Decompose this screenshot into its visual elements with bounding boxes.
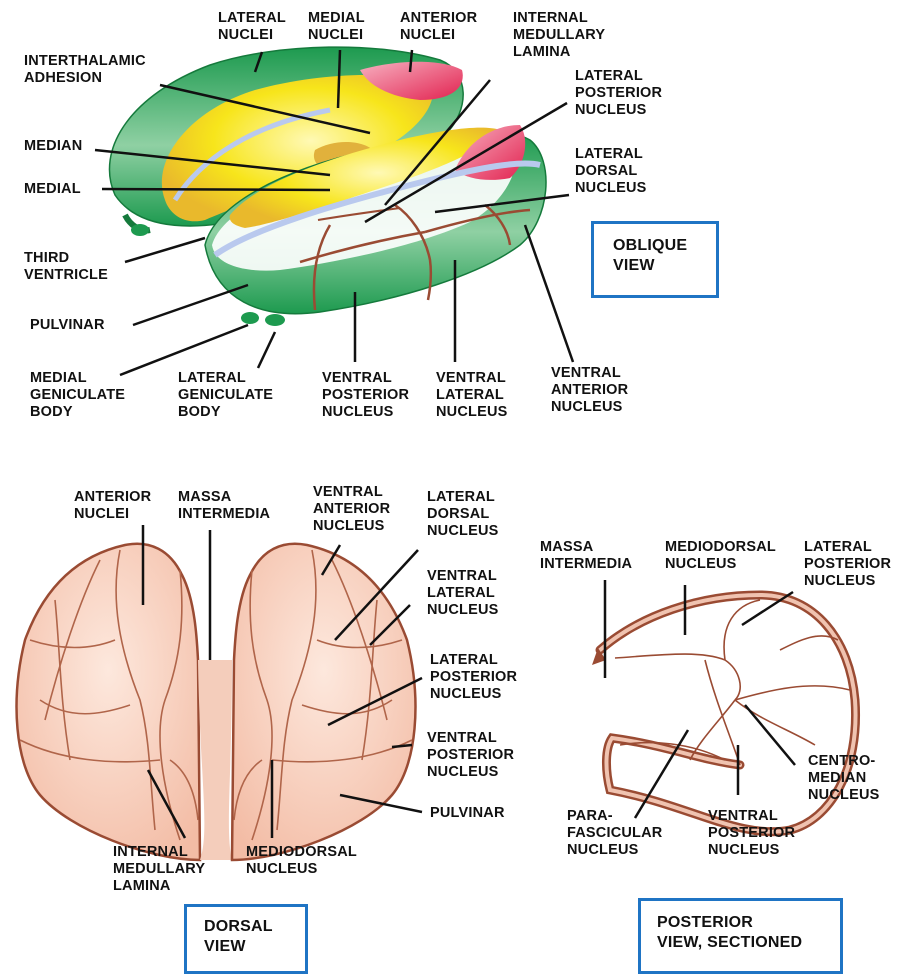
label-dorsal-internal-medullary-lamina: INTERNAL MEDULLARY LAMINA [113, 844, 205, 895]
label-dorsal-anterior-nuclei: ANTERIOR NUCLEI [74, 489, 151, 523]
label-posterior-ventral-posterior-nucleus: VENTRAL POSTERIOR NUCLEUS [708, 808, 795, 859]
label-lateral-dorsal-nucleus: LATERAL DORSAL NUCLEUS [575, 146, 647, 197]
label-posterior-parafascicular-nucleus: PARA- FASCICULAR NUCLEUS [567, 808, 662, 859]
label-ventral-anterior-nucleus: VENTRAL ANTERIOR NUCLEUS [551, 365, 628, 416]
label-dorsal-pulvinar: PULVINAR [430, 805, 505, 822]
label-ventral-lateral-nucleus: VENTRAL LATERAL NUCLEUS [436, 370, 508, 421]
label-dorsal-lateral-posterior-nucleus: LATERAL POSTERIOR NUCLEUS [430, 652, 517, 703]
dorsal-view-title-box: DORSAL VIEW [184, 904, 308, 974]
label-internal-medullary-lamina: INTERNAL MEDULLARY LAMINA [513, 10, 605, 61]
label-medial: MEDIAL [24, 181, 81, 198]
label-medial-geniculate-body: MEDIAL GENICULATE BODY [30, 370, 125, 421]
label-dorsal-ventral-posterior-nucleus: VENTRAL POSTERIOR NUCLEUS [427, 730, 514, 781]
label-posterior-mediodorsal-nucleus: MEDIODORSAL NUCLEUS [665, 539, 776, 573]
label-dorsal-ventral-anterior-nucleus: VENTRAL ANTERIOR NUCLEUS [313, 484, 390, 535]
label-anterior-nuclei: ANTERIOR NUCLEI [400, 10, 477, 44]
label-dorsal-lateral-dorsal-nucleus: LATERAL DORSAL NUCLEUS [427, 489, 499, 540]
oblique-view-drawing [95, 47, 573, 375]
label-medial-nuclei: MEDIAL NUCLEI [308, 10, 365, 44]
label-median: MEDIAN [24, 138, 82, 155]
label-posterior-lateral-posterior-nucleus: LATERAL POSTERIOR NUCLEUS [804, 539, 891, 590]
label-lateral-posterior-nucleus: LATERAL POSTERIOR NUCLEUS [575, 68, 662, 119]
dorsal-view-title: DORSAL VIEW [204, 917, 305, 957]
label-pulvinar: PULVINAR [30, 317, 105, 334]
label-dorsal-mediodorsal-nucleus: MEDIODORSAL NUCLEUS [246, 844, 357, 878]
oblique-view-title-box: OBLIQUE VIEW [591, 221, 719, 298]
label-posterior-massa-intermedia: MASSA INTERMEDIA [540, 539, 632, 573]
label-ventral-posterior-nucleus: VENTRAL POSTERIOR NUCLEUS [322, 370, 409, 421]
label-posterior-centromedian-nucleus: CENTRO- MEDIAN NUCLEUS [808, 753, 880, 804]
label-dorsal-ventral-lateral-nucleus: VENTRAL LATERAL NUCLEUS [427, 568, 499, 619]
label-interthalamic-adhesion: INTERTHALAMIC ADHESION [24, 53, 146, 87]
oblique-view-title: OBLIQUE VIEW [613, 236, 716, 276]
dorsal-view-drawing [17, 525, 422, 860]
posterior-view-title-box: POSTERIOR VIEW, SECTIONED [638, 898, 843, 974]
label-lateral-nuclei: LATERAL NUCLEI [218, 10, 286, 44]
label-lateral-geniculate-body: LATERAL GENICULATE BODY [178, 370, 273, 421]
label-dorsal-massa-intermedia: MASSA INTERMEDIA [178, 489, 270, 523]
label-third-ventricle: THIRD VENTRICLE [24, 250, 108, 284]
posterior-view-title: POSTERIOR VIEW, SECTIONED [657, 913, 840, 953]
